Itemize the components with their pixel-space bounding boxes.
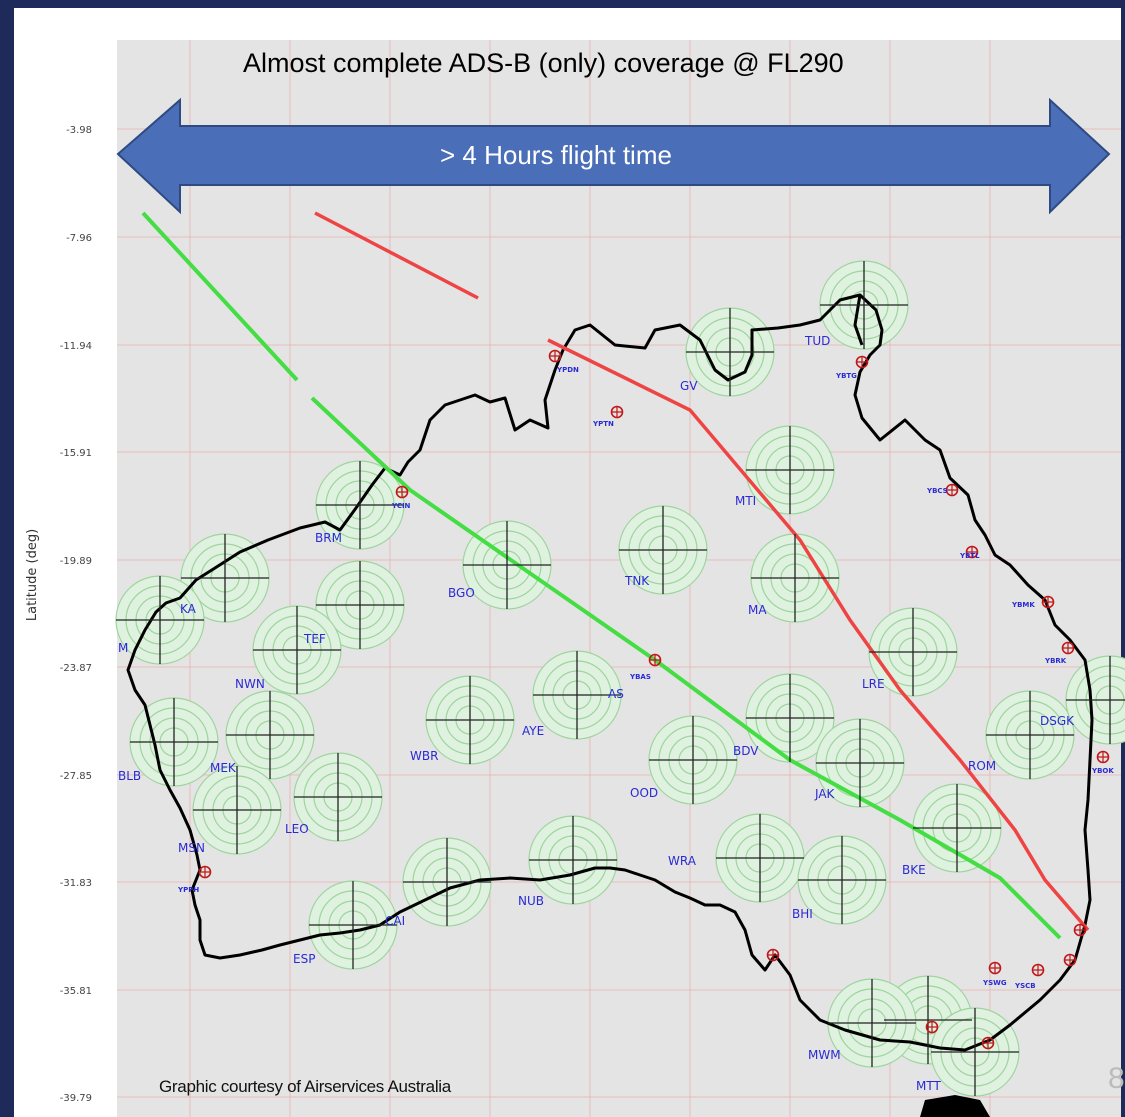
airport-label: YPTN: [592, 420, 614, 428]
station-label: ESP: [293, 952, 315, 966]
airport-marker-cross: [396, 486, 408, 498]
station-label: BHI: [792, 907, 813, 921]
flight-time-label: > 4 Hours flight time: [440, 140, 672, 170]
station-label: MWM: [808, 1048, 841, 1062]
station-label: WRA: [668, 854, 697, 868]
station-label: M: [118, 641, 128, 655]
airport-label: YPDN: [556, 366, 579, 374]
airport-markers: [198, 349, 1110, 1050]
airport-marker-cross: [1062, 642, 1074, 654]
station-crosshairs: [116, 261, 1125, 1096]
y-tick-label: -19.89: [60, 556, 92, 567]
airport-label: YBMK: [1011, 601, 1035, 609]
station-label: MTT: [916, 1079, 941, 1093]
airport-marker-cross: [1042, 596, 1054, 608]
image-credit: Graphic courtesy of Airservices Australi…: [159, 1077, 451, 1096]
y-axis-label: Latitude (deg): [25, 529, 40, 621]
station-label: LRE: [862, 677, 885, 691]
y-tick-label: -35.81: [60, 986, 92, 997]
station-label: WBR: [410, 749, 438, 763]
airport-marker-cross: [966, 546, 978, 558]
airport-marker-cross: [611, 406, 623, 418]
airport-marker-cross: [989, 962, 1001, 974]
y-tick-label: -39.79: [60, 1093, 92, 1104]
station-label: NUB: [518, 894, 544, 908]
airport-marker-cross: [1032, 964, 1044, 976]
station-label: JAK: [814, 787, 836, 801]
station-label: BRM: [315, 531, 342, 545]
airport-marker-cross: [946, 484, 958, 496]
station-label: MSN: [178, 841, 205, 855]
airport-label: YBAS: [629, 673, 651, 681]
station-label: AS: [608, 687, 624, 701]
airport-marker-cross: [199, 866, 211, 878]
airport-marker-cross: [1097, 751, 1109, 763]
airport-marker-cross: [1074, 924, 1086, 936]
station-label: BKE: [902, 863, 926, 877]
station-label: TEF: [303, 632, 326, 646]
station-label: ROM: [968, 759, 996, 773]
tasmania: [920, 1095, 990, 1117]
airport-label: YPPH: [177, 886, 199, 894]
station-label: TUD: [804, 334, 830, 348]
red-route-segment: [547, 338, 1090, 932]
airport-label: YSWG: [982, 979, 1007, 987]
station-label: GV: [680, 379, 698, 393]
airport-label: YBTG: [835, 372, 857, 380]
y-tick-label: -15.91: [60, 448, 92, 459]
station-label: MTI: [735, 494, 756, 508]
station-label: AYE: [522, 724, 544, 738]
coastline: [126, 293, 1094, 1052]
y-tick-label: -27.85: [60, 771, 92, 782]
station-label: BGO: [448, 586, 475, 600]
red-route-segment: [314, 211, 479, 300]
airport-marker-cross: [1064, 954, 1076, 966]
airport-label: YBRK: [1044, 657, 1067, 665]
station-label: MEK: [210, 761, 237, 775]
y-tick-label: -7.96: [66, 233, 92, 244]
green-route-segment: [141, 211, 299, 382]
y-tick-label: -31.83: [60, 878, 92, 889]
station-label: KA: [180, 602, 197, 616]
airport-marker-cross: [856, 356, 868, 368]
y-tick-label: -11.94: [60, 341, 92, 352]
station-label: LEO: [285, 822, 309, 836]
plot-area: [117, 40, 1121, 1117]
station-label: DSGK: [1040, 714, 1075, 728]
station-label: CAI: [385, 914, 405, 928]
flight-time-arrow: [116, 97, 1111, 215]
station-labels: TUD GV MTI BRM BGO TNK MA KA TEF M NWN A…: [118, 334, 1075, 1093]
station-label: BLB: [118, 769, 141, 783]
coverage-title: Almost complete ADS-B (only) coverage @ …: [243, 48, 844, 78]
y-tick-label: -23.87: [60, 663, 92, 674]
airport-marker-cross: [767, 949, 779, 961]
airport-marker-cross: [649, 654, 661, 666]
station-label: NWN: [235, 677, 265, 691]
airport-label: YBTL: [959, 552, 980, 560]
airport-label: YSCB: [1014, 982, 1036, 990]
airport-marker-cross: [549, 350, 561, 362]
airport-marker-cross: [926, 1021, 938, 1033]
station-label: OOD: [630, 786, 658, 800]
slide-number: 8: [1108, 1062, 1125, 1095]
airport-label: YBCS: [926, 487, 948, 495]
station-label: TNK: [624, 574, 650, 588]
y-tick-label: -3.98: [66, 125, 92, 136]
airport-marker-cross: [982, 1037, 994, 1049]
airport-label: YBOK: [1091, 767, 1114, 775]
station-label: BDV: [733, 744, 759, 758]
station-label: MA: [748, 603, 767, 617]
airport-labels: YBTG YPTN YBCS YBTL YBMK YBRK YBAS YBOK …: [177, 366, 1114, 990]
y-tick-labels: -3.98 -7.96 -11.94 -15.91 -19.89 -23.87 …: [60, 125, 92, 1104]
airport-label: YCIN: [391, 502, 411, 510]
